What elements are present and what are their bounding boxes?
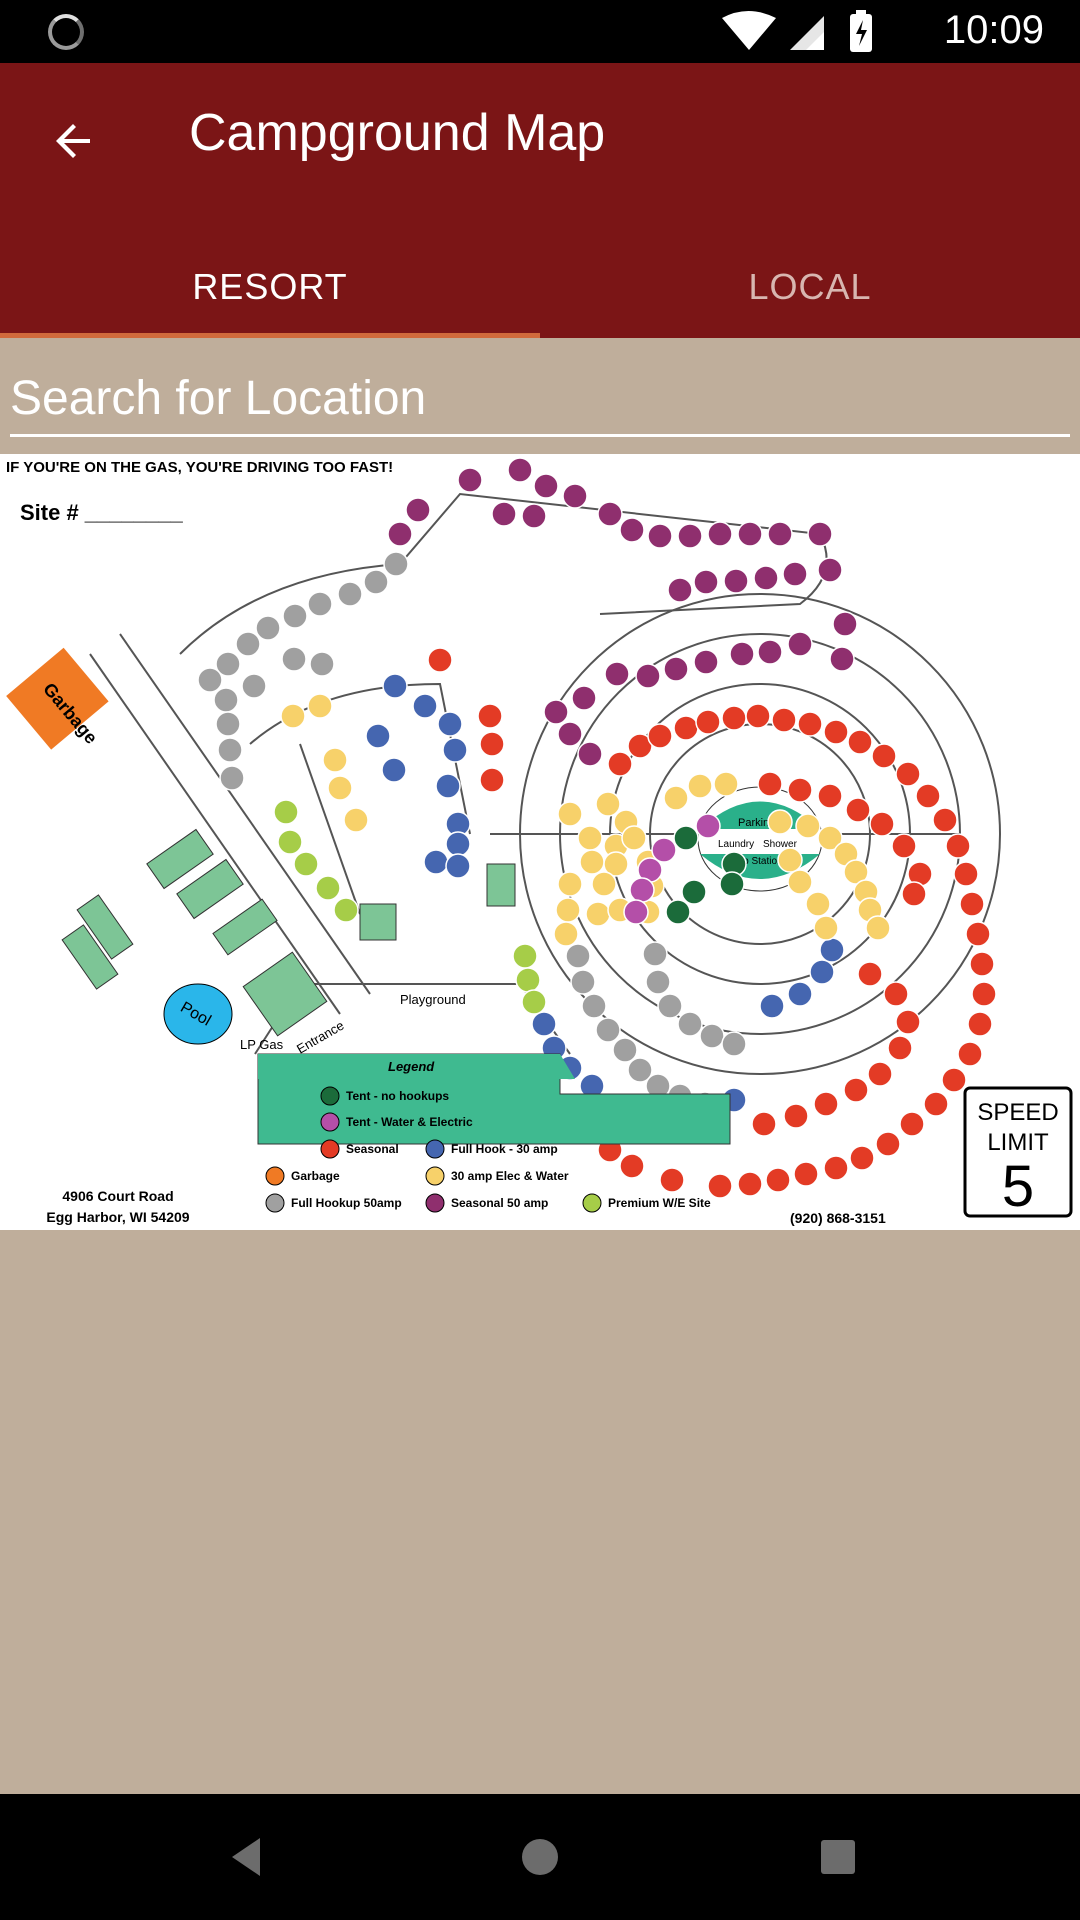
status-bar: 10:09 (0, 0, 1080, 63)
legend-item: Seasonal 50 amp (451, 1196, 548, 1210)
legend-item: Premium W/E Site (608, 1196, 711, 1210)
back-nav-icon[interactable] (222, 1832, 272, 1882)
tab-bar: RESORT LOCAL (0, 235, 1080, 338)
recents-nav-icon[interactable] (813, 1832, 863, 1882)
legend-item: Full Hookup 50amp (291, 1196, 402, 1210)
playground-label: Playground (400, 992, 466, 1007)
pool-area (163, 983, 233, 1045)
status-icons (720, 10, 890, 59)
legend-item: Garbage (291, 1169, 340, 1183)
lp-gas-label: LP Gas (240, 1037, 284, 1052)
phone-number: (920) 868-3151 (790, 1210, 886, 1226)
dump-station-label: Dump Station (722, 856, 783, 867)
legend-item: Tent - Water & Electric (346, 1115, 473, 1129)
laundry-label: Laundry (718, 839, 754, 850)
app-bar: Campground Map RESORT LOCAL (0, 63, 1080, 338)
address-line-2: Egg Harbor, WI 54209 (46, 1209, 189, 1225)
entrance-label: Entrance (294, 1018, 347, 1057)
parking-label: Parking (738, 817, 775, 829)
legend-item: Full Hook - 30 amp (451, 1142, 558, 1156)
arrow-back-icon (56, 124, 90, 158)
tab-local[interactable]: LOCAL (748, 265, 872, 307)
garbage-area (6, 647, 109, 750)
search-input[interactable] (10, 362, 1070, 437)
address-line-1: 4906 Court Road (62, 1188, 173, 1204)
legend-item: Tent - no hookups (346, 1089, 449, 1103)
wifi-signal-battery-icon (722, 10, 872, 52)
home-nav-icon[interactable] (515, 1832, 565, 1882)
back-button[interactable] (38, 105, 110, 177)
speed-limit-sign (963, 1086, 1073, 1218)
tab-resort[interactable]: RESORT (0, 235, 540, 338)
map-warning-text: IF YOU'RE ON THE GAS, YOU'RE DRIVING TOO… (6, 459, 393, 476)
speed-sign-number: 5 (1002, 1154, 1034, 1219)
shower-label: Shower (763, 839, 798, 850)
loading-icon (48, 14, 84, 50)
legend-item: Seasonal (346, 1142, 399, 1156)
campground-map-image[interactable]: IF YOU'RE ON THE GAS, YOU'RE DRIVING TOO… (0, 454, 1080, 1230)
speed-sign-line2: LIMIT (987, 1129, 1049, 1156)
map-drawing: IF YOU'RE ON THE GAS, YOU'RE DRIVING TOO… (6, 457, 1073, 1226)
legend-item: 30 amp Elec & Water (451, 1169, 569, 1183)
legend-title: Legend (388, 1059, 435, 1074)
speed-sign-line1: SPEED (977, 1099, 1058, 1126)
system-nav-bar (0, 1794, 1080, 1920)
site-number-label: Site # ________ (20, 500, 183, 525)
clock: 10:09 (943, 8, 1044, 52)
page-title: Campground Map (189, 104, 606, 162)
